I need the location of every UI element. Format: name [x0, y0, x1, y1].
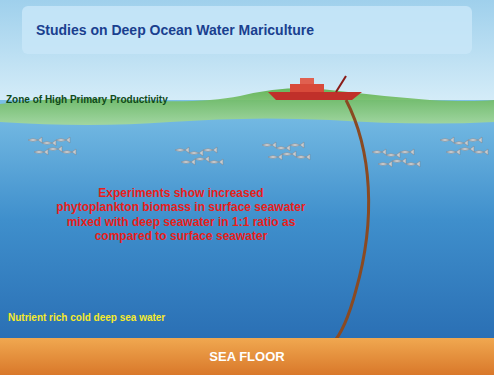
fish	[296, 154, 310, 160]
title-box: Studies on Deep Ocean Water Mariculture	[22, 6, 472, 54]
sky	[0, 0, 494, 100]
fish	[42, 140, 56, 146]
research-ship	[268, 76, 362, 100]
fish	[446, 149, 460, 155]
fish	[276, 145, 290, 151]
deep-water-label: Nutrient rich cold deep sea water	[8, 312, 238, 324]
fish	[62, 149, 76, 155]
fish	[262, 142, 276, 148]
fish	[56, 137, 70, 143]
fish	[440, 137, 454, 143]
fish	[209, 159, 223, 165]
fish	[28, 137, 42, 143]
fish	[406, 161, 420, 167]
fish	[460, 146, 474, 152]
sea-floor-band	[0, 338, 494, 375]
fish	[48, 146, 62, 152]
fish	[290, 142, 304, 148]
fish	[468, 137, 482, 143]
fish	[454, 140, 468, 146]
fish	[268, 154, 282, 160]
sea-floor-band: SEA FLOOR	[0, 338, 494, 375]
fish	[189, 150, 203, 156]
finding-note: Experiments show increased phytoplankton…	[56, 186, 306, 244]
fish	[386, 152, 400, 158]
fish	[203, 147, 217, 153]
fish	[372, 149, 386, 155]
zone-label: Zone of High Primary Productivity	[6, 94, 226, 106]
fish	[195, 156, 209, 162]
node-text: SEA FLOOR	[209, 349, 284, 364]
fish-school	[28, 137, 488, 167]
fish	[181, 159, 195, 165]
fish	[392, 158, 406, 164]
diagram-title: Studies on Deep Ocean Water Mariculture	[36, 22, 314, 38]
productive-zone	[0, 88, 494, 125]
fish	[400, 149, 414, 155]
fish	[175, 147, 189, 153]
fish	[474, 149, 488, 155]
sea-water	[0, 100, 494, 340]
fish	[34, 149, 48, 155]
fish	[282, 151, 296, 157]
intake-pipe	[332, 100, 369, 344]
fish	[378, 161, 392, 167]
